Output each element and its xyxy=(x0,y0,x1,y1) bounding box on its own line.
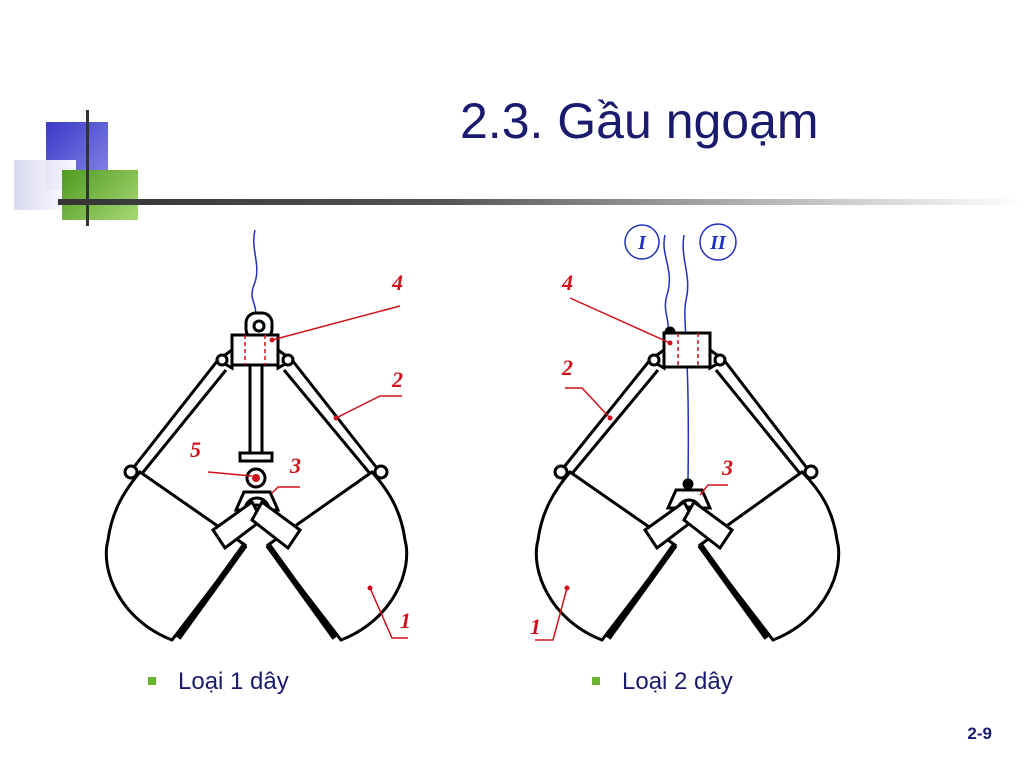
right-label-4: 4 xyxy=(561,270,573,295)
left-label-3: 3 xyxy=(289,453,301,478)
right-label-2: 2 xyxy=(561,355,573,380)
page-number: 2-9 xyxy=(967,724,992,743)
left-label-4: 4 xyxy=(391,270,403,295)
left-label-1: 1 xyxy=(400,608,411,633)
right-grab xyxy=(534,234,841,642)
left-label-5: 5 xyxy=(190,437,201,462)
bullet-right: Loại 2 dây xyxy=(592,668,733,696)
cable-label-II: II xyxy=(709,232,727,254)
cable-label-I: I xyxy=(637,232,647,254)
page-title: 2.3. Gầu ngoạm xyxy=(460,93,819,149)
bullet-square-icon xyxy=(592,676,600,685)
bullet-right-text: Loại 2 dây xyxy=(622,668,733,695)
decor-green-square xyxy=(62,170,138,220)
bullet-square-icon xyxy=(148,676,156,685)
bullet-left-text: Loại 1 dây xyxy=(178,668,289,695)
decor-vertical-line xyxy=(86,110,89,226)
right-label-1: 1 xyxy=(530,614,541,639)
title-divider xyxy=(58,199,1024,205)
grab-bucket-diagram: 4 2 5 3 1 4 2 3 1 I II xyxy=(104,223,841,642)
right-label-3: 3 xyxy=(721,455,733,480)
left-grab xyxy=(104,229,409,642)
left-label-2: 2 xyxy=(391,367,403,392)
bullet-left: Loại 1 dây xyxy=(148,668,289,696)
